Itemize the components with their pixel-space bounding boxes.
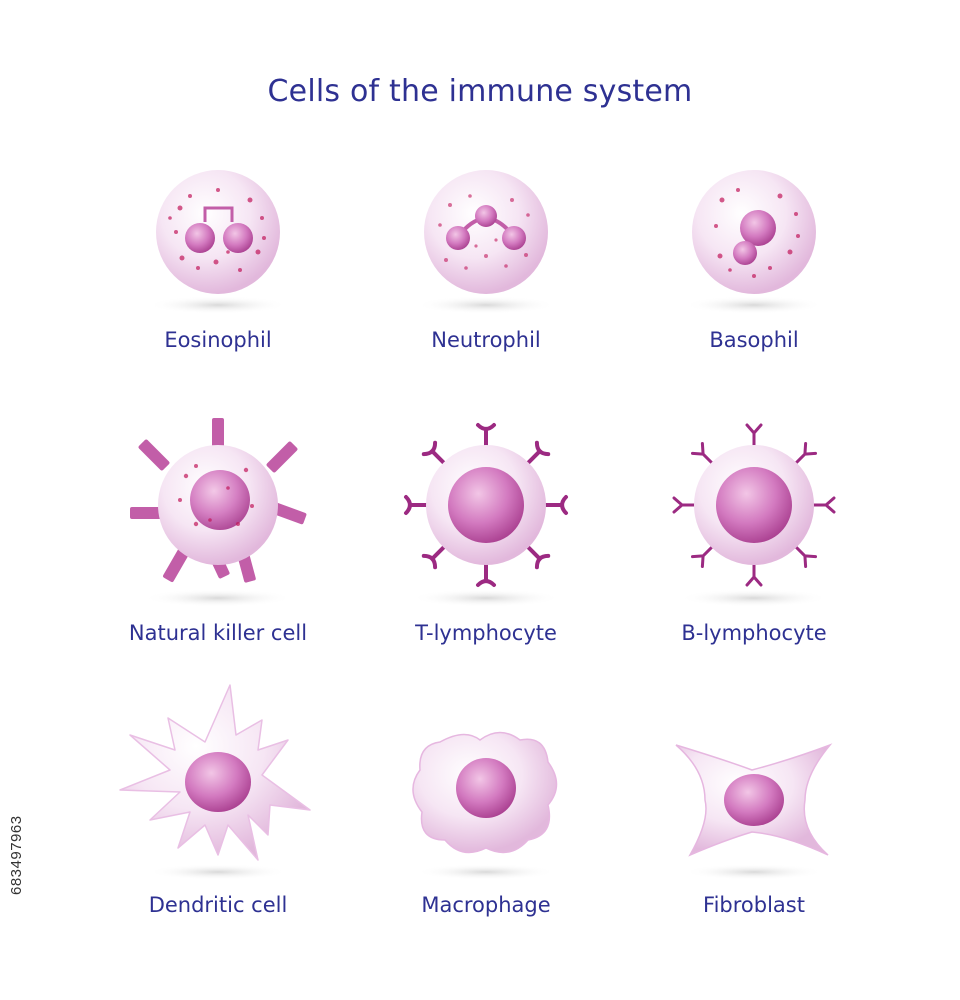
cell-label-macrophage: Macrophage — [421, 893, 551, 917]
cell-label-fibroblast: Fibroblast — [703, 893, 805, 917]
fibroblast-illustration — [675, 743, 833, 880]
stock-image-id: 683497963 — [8, 815, 25, 895]
cell-label-natural-killer: Natural killer cell — [128, 621, 308, 645]
neutrophil-illustration — [416, 170, 556, 314]
natural-killer-cell-illustration — [130, 418, 307, 607]
basophil-illustration — [684, 170, 824, 314]
cell-label-t-lymphocyte: T-lymphocyte — [415, 621, 557, 645]
eosinophil-illustration — [148, 170, 288, 314]
cell-label-dendritic: Dendritic cell — [148, 893, 288, 917]
cell-label-b-lymphocyte: B-lymphocyte — [681, 621, 827, 645]
macrophage-illustration — [412, 731, 558, 880]
cell-label-eosinophil: Eosinophil — [164, 328, 272, 352]
b-lymphocyte-illustration — [672, 423, 836, 607]
cell-label-basophil: Basophil — [709, 328, 799, 352]
t-lymphocyte-illustration — [404, 423, 568, 607]
dendritic-cell-illustration — [119, 684, 311, 880]
cell-label-neutrophil: Neutrophil — [431, 328, 541, 352]
page-title: Cells of the immune system — [267, 74, 693, 109]
